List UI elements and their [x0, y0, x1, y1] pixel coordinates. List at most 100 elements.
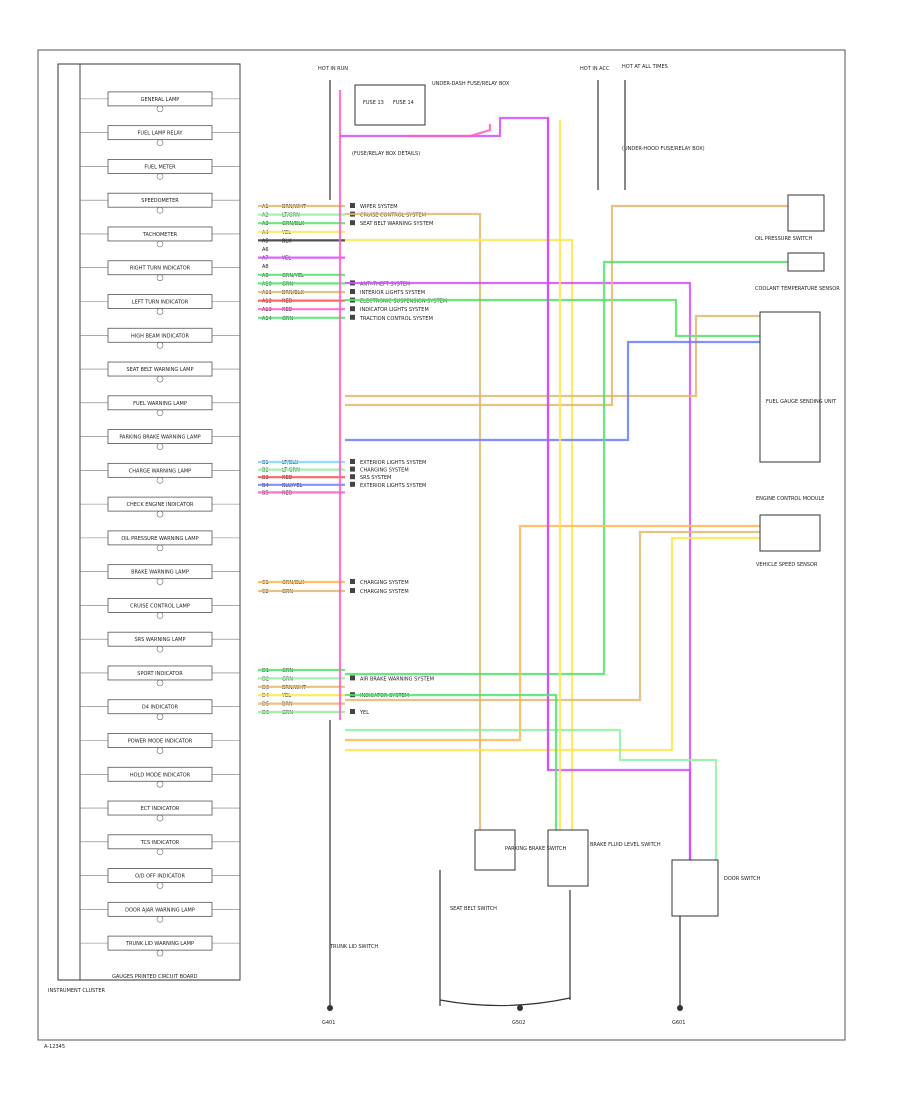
connector-icon — [350, 459, 355, 464]
fuse-box-label: UNDER-DASH FUSE/RELAY BOX — [432, 81, 510, 87]
cluster-item-label: FUEL LAMP RELAY — [138, 131, 184, 137]
cluster-item-label: POWER MODE INDICATOR — [128, 739, 193, 745]
cluster-item-label: LEFT TURN INDICATOR — [132, 300, 189, 306]
cluster-item-label: PARKING BRAKE WARNING LAMP — [119, 435, 200, 441]
cluster-item: RIGHT TURN INDICATOR — [80, 260, 240, 282]
connector-icon — [350, 675, 355, 681]
wire-target: CHARGING SYSTEM — [360, 468, 409, 474]
cluster-item: D4 INDICATOR — [80, 699, 240, 721]
cluster-item: HOLD MODE INDICATOR — [80, 766, 240, 788]
right-components: OIL PRESSURE SWITCH COOLANT TEMPERATURE … — [755, 194, 840, 568]
cluster-item: FUEL WARNING LAMP — [80, 395, 240, 417]
connector-icon — [350, 588, 355, 593]
engine-unit-label: ENGINE CONTROL MODULE — [756, 496, 824, 502]
cluster-item: LEFT TURN INDICATOR — [80, 294, 240, 315]
oil-switch-label: OIL PRESSURE SWITCH — [755, 236, 813, 242]
cluster-item: DOOR AJAR WARNING LAMP — [80, 901, 240, 923]
fuel-gauge-label: FUEL GAUGE SENDING UNIT — [766, 399, 837, 405]
cluster-item-label: HOLD MODE INDICATOR — [130, 772, 191, 778]
right-fuse-note: (UNDER-HOOD FUSE/RELAY BOX) — [622, 146, 705, 152]
cluster-item-label: ECT INDICATOR — [141, 806, 180, 812]
routed-wire — [345, 298, 760, 338]
cluster-item-label: CHECK ENGINE INDICATOR — [126, 502, 194, 508]
cluster-item: CRUISE CONTROL LAMP — [80, 598, 240, 619]
routed-wire — [345, 204, 788, 407]
ground2-label: G502 — [512, 1020, 525, 1026]
cluster-item: TRUNK LID WARNING LAMP — [80, 935, 240, 957]
trunk-switch-label: TRUNK LID SWITCH — [329, 944, 378, 950]
wire-target: INDICATOR LIGHTS SYSTEM — [360, 307, 429, 313]
routed-wire — [345, 693, 558, 830]
routed-wire — [345, 728, 718, 860]
connector-icon — [350, 481, 355, 487]
diagram-frame — [37, 49, 846, 1041]
cluster-item: CHECK ENGINE INDICATOR — [80, 496, 240, 518]
cluster-item: BRAKE WARNING LAMP — [80, 564, 240, 585]
cluster-item: SPORT INDICATOR — [80, 665, 240, 687]
connector-icon — [350, 306, 355, 312]
wire-target: INTERIOR LIGHTS SYSTEM — [360, 290, 425, 296]
wire-target: CHARGING SYSTEM — [360, 580, 409, 586]
routed-wire — [345, 260, 788, 676]
ground3-label: G601 — [672, 1020, 685, 1026]
hot-at-label: HOT IN ACC — [580, 66, 610, 72]
cluster-item-label: TACHOMETER — [142, 232, 178, 238]
cluster-item: GENERAL LAMP — [80, 91, 240, 113]
fuse-block: HOT IN RUN FUSE 13 FUSE 14 UNDER-DASH FU… — [318, 64, 705, 200]
wire-target: AIR BRAKE WARNING SYSTEM — [360, 676, 434, 682]
cluster-item-label: SRS WARNING LAMP — [134, 637, 185, 643]
cluster-item: SEAT BELT WARNING LAMP — [80, 361, 240, 383]
wire-pin: A6 — [262, 247, 269, 253]
cluster-item-label: BRAKE WARNING LAMP — [131, 570, 189, 576]
ground1-label: G401 — [322, 1020, 335, 1026]
bottom-components: PARKING BRAKE SWITCH BRAKE FLUID LEVEL S… — [322, 720, 761, 1026]
cluster-item-label: TRUNK LID WARNING LAMP — [125, 941, 194, 947]
routed-wire — [345, 212, 482, 830]
cluster-item-label: DOOR AJAR WARNING LAMP — [125, 907, 195, 913]
connector-icon — [350, 314, 355, 320]
connector-icon — [350, 474, 355, 480]
cluster-label: INSTRUMENT CLUSTER — [48, 988, 106, 994]
wire-row: A6 — [262, 247, 269, 253]
cluster-item-label: CRUISE CONTROL LAMP — [130, 603, 190, 609]
wire-target: YEL — [359, 710, 369, 716]
door-switch-label: DOOR SWITCH — [724, 876, 761, 882]
wire-target: INDICATOR SYSTEM — [360, 693, 409, 699]
hot-all-times-label: HOT AT ALL TIMES — [622, 64, 668, 70]
cluster-item-label: CHARGE WARNING LAMP — [129, 468, 191, 474]
routed-wire — [345, 238, 574, 830]
connector-icon — [350, 203, 355, 208]
cluster-item: OIL PRESSURE WARNING LAMP — [80, 530, 240, 552]
wire-target: ELECTRONIC SUSPENSION SYSTEM — [360, 299, 447, 305]
routed-wire — [345, 530, 760, 702]
connector-icon — [350, 579, 355, 584]
wire-target: CHARGING SYSTEM — [360, 589, 409, 595]
wire-pin: A8 — [262, 264, 269, 270]
parking-switch-label: PARKING BRAKE SWITCH — [505, 846, 567, 852]
cluster-item-label: SEAT BELT WARNING LAMP — [127, 367, 194, 373]
cluster-item-label: GENERAL LAMP — [141, 97, 180, 103]
cluster-item-label: FUEL WARNING LAMP — [133, 401, 187, 407]
hot-run-label: HOT IN RUN — [318, 66, 348, 72]
cluster-item-label: FUEL METER — [144, 164, 176, 170]
cluster-bottom-label: GAUGES PRINTED CIRCUIT BOARD — [112, 974, 198, 980]
wire-target: ANTI-THEFT SYSTEM — [360, 281, 410, 287]
coolant-sensor-label: COOLANT TEMPERATURE SENSOR — [755, 286, 840, 292]
cluster-item: FUEL LAMP RELAY — [80, 125, 240, 146]
